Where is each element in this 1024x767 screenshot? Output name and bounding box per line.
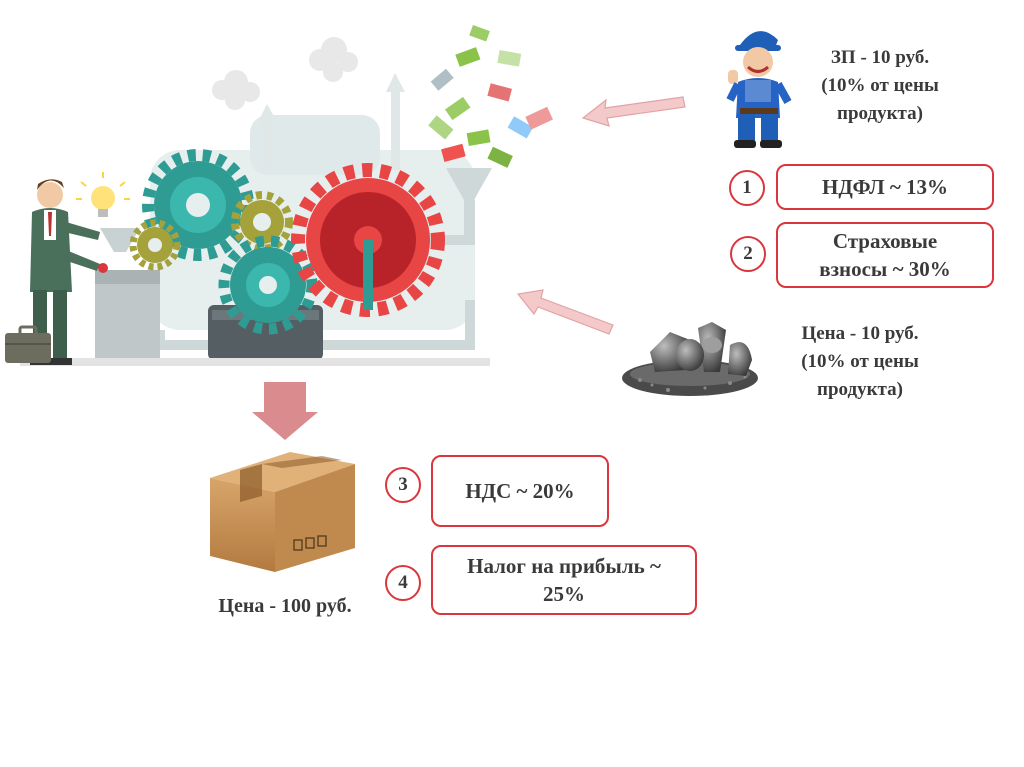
tax-number-badge: 1 xyxy=(729,170,765,206)
materials-price-label: Цена - 10 руб. (10% от цены продукта) xyxy=(755,320,965,404)
tax-box-ndfl: НДФЛ ~ 13% xyxy=(776,164,994,210)
materials-price-line: (10% от цены xyxy=(801,351,919,372)
product-price-label: Цена - 100 руб. xyxy=(218,595,352,617)
worker-salary-line: (10% от цены xyxy=(821,75,939,96)
arrow-materials-to-machine xyxy=(516,289,614,335)
metal-materials-icon xyxy=(622,322,758,396)
briefcase-icon xyxy=(5,325,51,363)
arrow-down-to-product xyxy=(252,382,318,440)
tax-box-line: взносы ~ 30% xyxy=(819,257,951,281)
factory-machine-icon xyxy=(20,37,492,366)
tax-box-line: НДС ~ 20% xyxy=(465,479,575,503)
tax-number-badge: 2 xyxy=(730,236,766,272)
tax-number-badge: 3 xyxy=(385,467,421,503)
tax-box-line: Страховые xyxy=(832,229,938,253)
worker-mascot-icon xyxy=(726,31,792,148)
materials-price-line: Цена - 10 руб. xyxy=(801,323,919,344)
arrow-worker-to-machine xyxy=(581,96,686,127)
tax-box-profit: Налог на прибыль ~ 25% xyxy=(431,545,697,615)
tax-box-line: НДФЛ ~ 13% xyxy=(821,175,949,199)
tax-box-insurance: Страховые взносы ~ 30% xyxy=(776,222,994,288)
tax-box-vat: НДС ~ 20% xyxy=(431,455,609,527)
worker-salary-label: ЗП - 10 руб. (10% от цены продукта) xyxy=(775,44,985,128)
worker-salary-line: продукта) xyxy=(837,103,923,124)
tax-number-badge: 4 xyxy=(385,565,421,601)
lightbulb-icon xyxy=(76,172,130,217)
businessman-icon xyxy=(30,179,108,365)
worker-salary-line: ЗП - 10 руб. xyxy=(830,47,930,68)
money-bills-icon xyxy=(428,25,553,168)
tax-box-line: 25% xyxy=(543,582,585,606)
cardboard-box-icon xyxy=(210,452,355,572)
tax-box-line: Налог на прибыль ~ xyxy=(467,554,661,578)
materials-price-line: продукта) xyxy=(817,379,903,400)
